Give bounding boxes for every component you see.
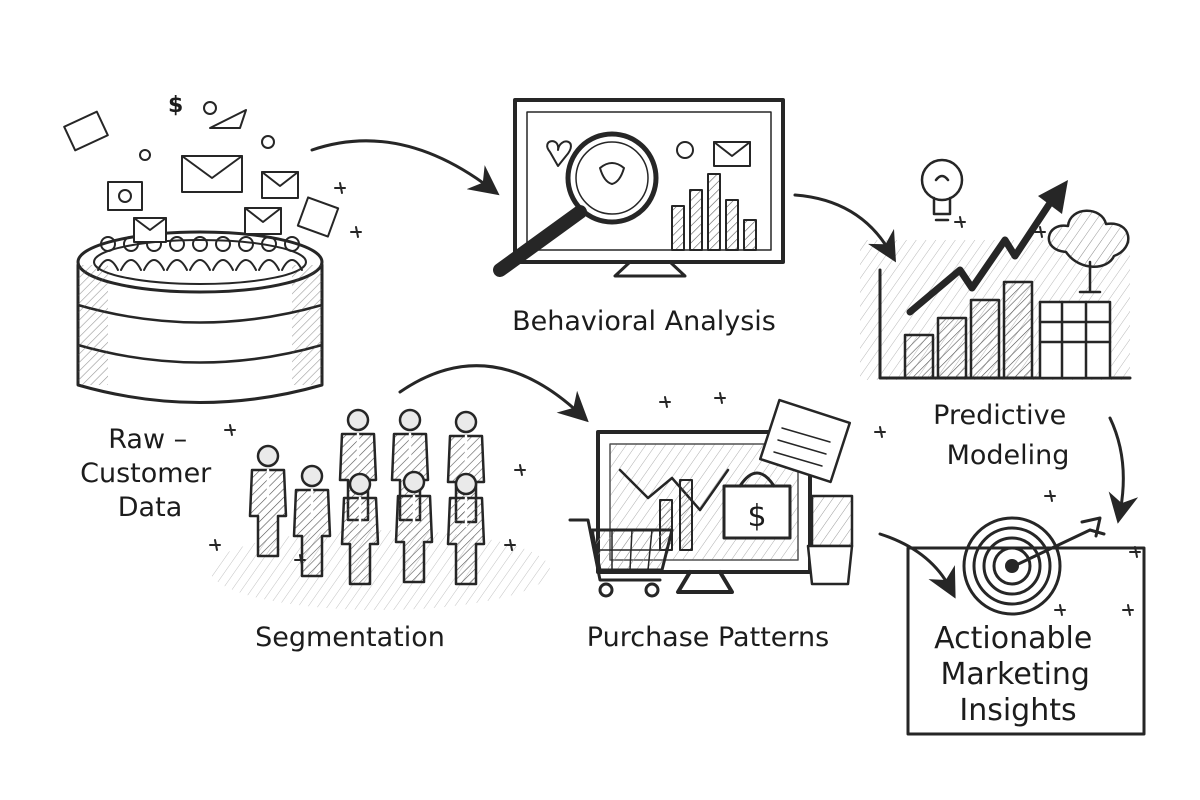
person-body-icon	[189, 259, 211, 271]
behavioral-analysis-stage: Behavioral Analysis	[493, 98, 785, 337]
sketch-mark	[224, 424, 236, 436]
sketch-marks	[209, 182, 1141, 616]
person-head-icon	[261, 236, 277, 252]
shopping-bag-icon: $	[722, 471, 792, 540]
raw-data-label: Raw – Customer Data	[80, 424, 220, 523]
arrow-segmentation-to-purchase	[398, 364, 589, 423]
insights-stage: Actionable Marketing Insights	[906, 516, 1146, 736]
person-body-icon	[143, 259, 165, 271]
person-icon	[340, 472, 380, 586]
person-head-icon	[123, 236, 139, 252]
sketch-mark	[334, 182, 346, 194]
sketch-mark	[294, 554, 306, 566]
person-body-icon	[258, 259, 280, 271]
arrow-behavioral-to-predictive	[793, 193, 897, 263]
receipt-icon	[758, 398, 852, 484]
predictive-modeling-label: Predictive Modeling	[933, 400, 1075, 471]
predictive-modeling-stage: Predictive Modeling	[860, 158, 1132, 471]
dart-arrow-icon	[1012, 516, 1106, 568]
sketch-mark	[874, 426, 886, 438]
sketch-mark	[954, 216, 966, 228]
person-head-icon	[215, 236, 231, 252]
person-head-icon	[192, 236, 208, 252]
person-head-icon	[100, 236, 116, 252]
person-icon	[248, 444, 288, 558]
sketch-mark	[659, 396, 671, 408]
people-group-icon	[248, 408, 486, 586]
tree-icon	[1047, 209, 1130, 294]
person-head-icon	[169, 236, 185, 252]
person-body-icon	[235, 259, 257, 271]
flow-arrows	[310, 139, 1139, 599]
target-icon	[962, 516, 1062, 616]
sketch-mark	[350, 226, 362, 238]
insights-label: Actionable Marketing Insights	[934, 621, 1102, 728]
sketch-mark	[209, 539, 221, 551]
person-icon	[446, 472, 486, 586]
sketch-mark	[504, 539, 516, 551]
person-body-icon	[281, 259, 303, 271]
arrow-predictive-to-insights	[1108, 416, 1139, 524]
person-head-icon	[238, 236, 254, 252]
shopping-cart-icon	[568, 518, 674, 598]
person-icon	[394, 470, 434, 584]
purchase-patterns-label: Purchase Patterns	[587, 622, 829, 653]
sketch-mark	[1044, 490, 1056, 502]
person-body-icon	[120, 259, 142, 271]
lightbulb-icon	[920, 158, 964, 222]
person-head-icon	[284, 236, 300, 252]
person-body-icon	[97, 259, 119, 271]
sketch-mark	[1054, 604, 1066, 616]
dollar-sign-icon: $	[168, 93, 183, 118]
envelope-cloud-icon: $	[63, 93, 340, 243]
person-body-icon	[166, 259, 188, 271]
sketch-mark	[714, 392, 726, 404]
dollar-sign-icon: $	[747, 499, 766, 534]
arrow-raw-to-behavioral	[310, 139, 500, 196]
sketch-mark	[1034, 226, 1046, 238]
sketch-mark	[514, 464, 526, 476]
arrow-purchase-to-insights	[878, 532, 956, 599]
paper-bag-icon	[806, 494, 854, 586]
segmentation-label: Segmentation	[255, 622, 445, 653]
segmentation-stage: Segmentation	[210, 408, 550, 653]
insights-frame	[906, 546, 1146, 736]
behavioral-analysis-label: Behavioral Analysis	[512, 306, 776, 337]
crowd-in-cylinder-icon	[97, 236, 303, 271]
raw-data-stage: $ Raw – Customer Data	[63, 93, 340, 523]
person-icon	[292, 464, 332, 578]
person-body-icon	[212, 259, 234, 271]
sketch-mark	[1122, 604, 1134, 616]
database-cylinder-icon	[76, 230, 324, 404]
magnifying-glass-icon	[493, 131, 659, 277]
sketch-mark	[1129, 546, 1141, 558]
monitor-icon	[513, 98, 785, 278]
purchase-patterns-stage: $ Purchase Patterns	[568, 398, 854, 653]
